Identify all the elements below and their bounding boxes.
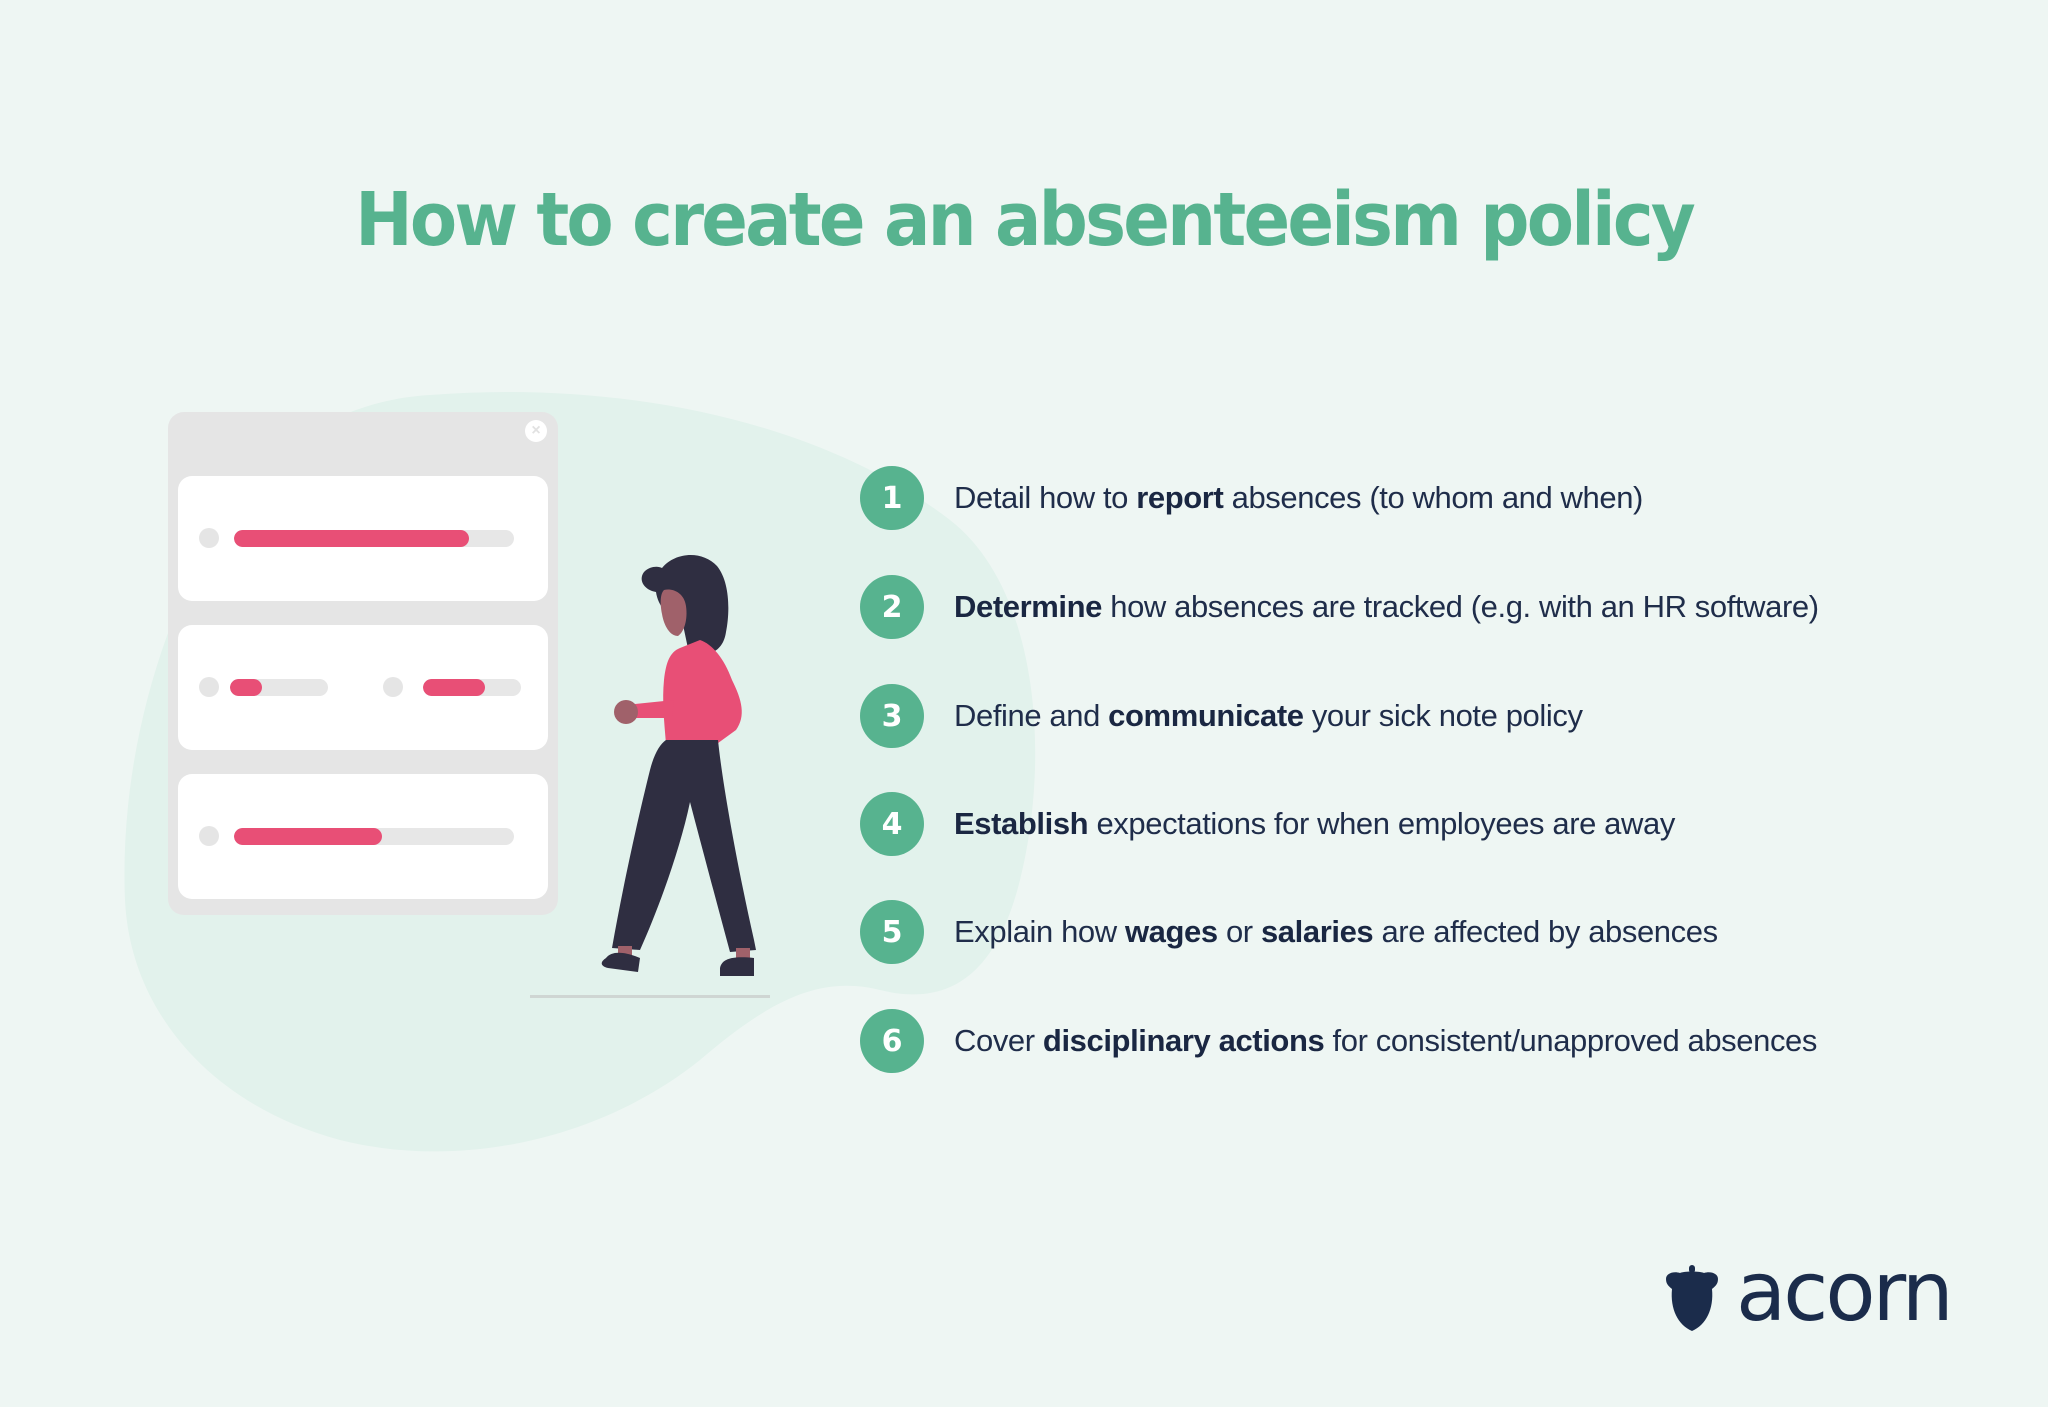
step-number-badge: 4 bbox=[860, 792, 924, 856]
progress-track bbox=[230, 679, 328, 696]
bullet-dot bbox=[199, 677, 219, 697]
progress-fill bbox=[423, 679, 485, 696]
step-text: Establish expectations for when employee… bbox=[954, 806, 1675, 841]
step-item-5: 5 Explain how wages or salaries are affe… bbox=[860, 898, 1718, 966]
progress-track bbox=[234, 828, 514, 845]
bullet-dot bbox=[199, 528, 219, 548]
step-text: Detail how to report absences (to whom a… bbox=[954, 480, 1643, 515]
bullet-dot bbox=[383, 677, 403, 697]
panel-card-2 bbox=[178, 625, 548, 750]
step-number-badge: 3 bbox=[860, 684, 924, 748]
acorn-icon bbox=[1666, 1265, 1718, 1331]
ground-line bbox=[530, 995, 770, 998]
progress-fill bbox=[234, 828, 383, 845]
logo-wordmark: acorn bbox=[1736, 1245, 1954, 1340]
page-title: How to create an absenteeism policy bbox=[355, 177, 1696, 263]
panel-card-1 bbox=[178, 476, 548, 601]
step-text: Explain how wages or salaries are affect… bbox=[954, 914, 1718, 949]
step-number-badge: 6 bbox=[860, 1009, 924, 1073]
step-item-4: 4 Establish expectations for when employ… bbox=[860, 790, 1675, 858]
form-panel-illustration: × bbox=[168, 412, 558, 915]
panel-card-3 bbox=[178, 774, 548, 899]
step-text: Determine how absences are tracked (e.g.… bbox=[954, 589, 1819, 624]
step-text: Define and communicate your sick note po… bbox=[954, 698, 1583, 733]
step-item-3: 3 Define and communicate your sick note … bbox=[860, 682, 1583, 750]
step-number-badge: 2 bbox=[860, 575, 924, 639]
step-item-6: 6 Cover disciplinary actions for consist… bbox=[860, 1007, 1817, 1075]
progress-fill bbox=[234, 530, 470, 547]
step-number-badge: 5 bbox=[860, 900, 924, 964]
woman-walking-icon bbox=[601, 554, 756, 976]
step-number-badge: 1 bbox=[860, 466, 924, 530]
step-item-1: 1 Detail how to report absences (to whom… bbox=[860, 464, 1643, 532]
progress-fill bbox=[230, 679, 263, 696]
bullet-dot bbox=[199, 826, 219, 846]
step-text: Cover disciplinary actions for consisten… bbox=[954, 1023, 1818, 1058]
progress-track bbox=[234, 530, 514, 547]
acorn-logo: acorn bbox=[1662, 1252, 1954, 1340]
step-item-2: 2 Determine how absences are tracked (e.… bbox=[860, 573, 1819, 641]
progress-track bbox=[423, 679, 521, 696]
close-icon: × bbox=[525, 420, 547, 442]
